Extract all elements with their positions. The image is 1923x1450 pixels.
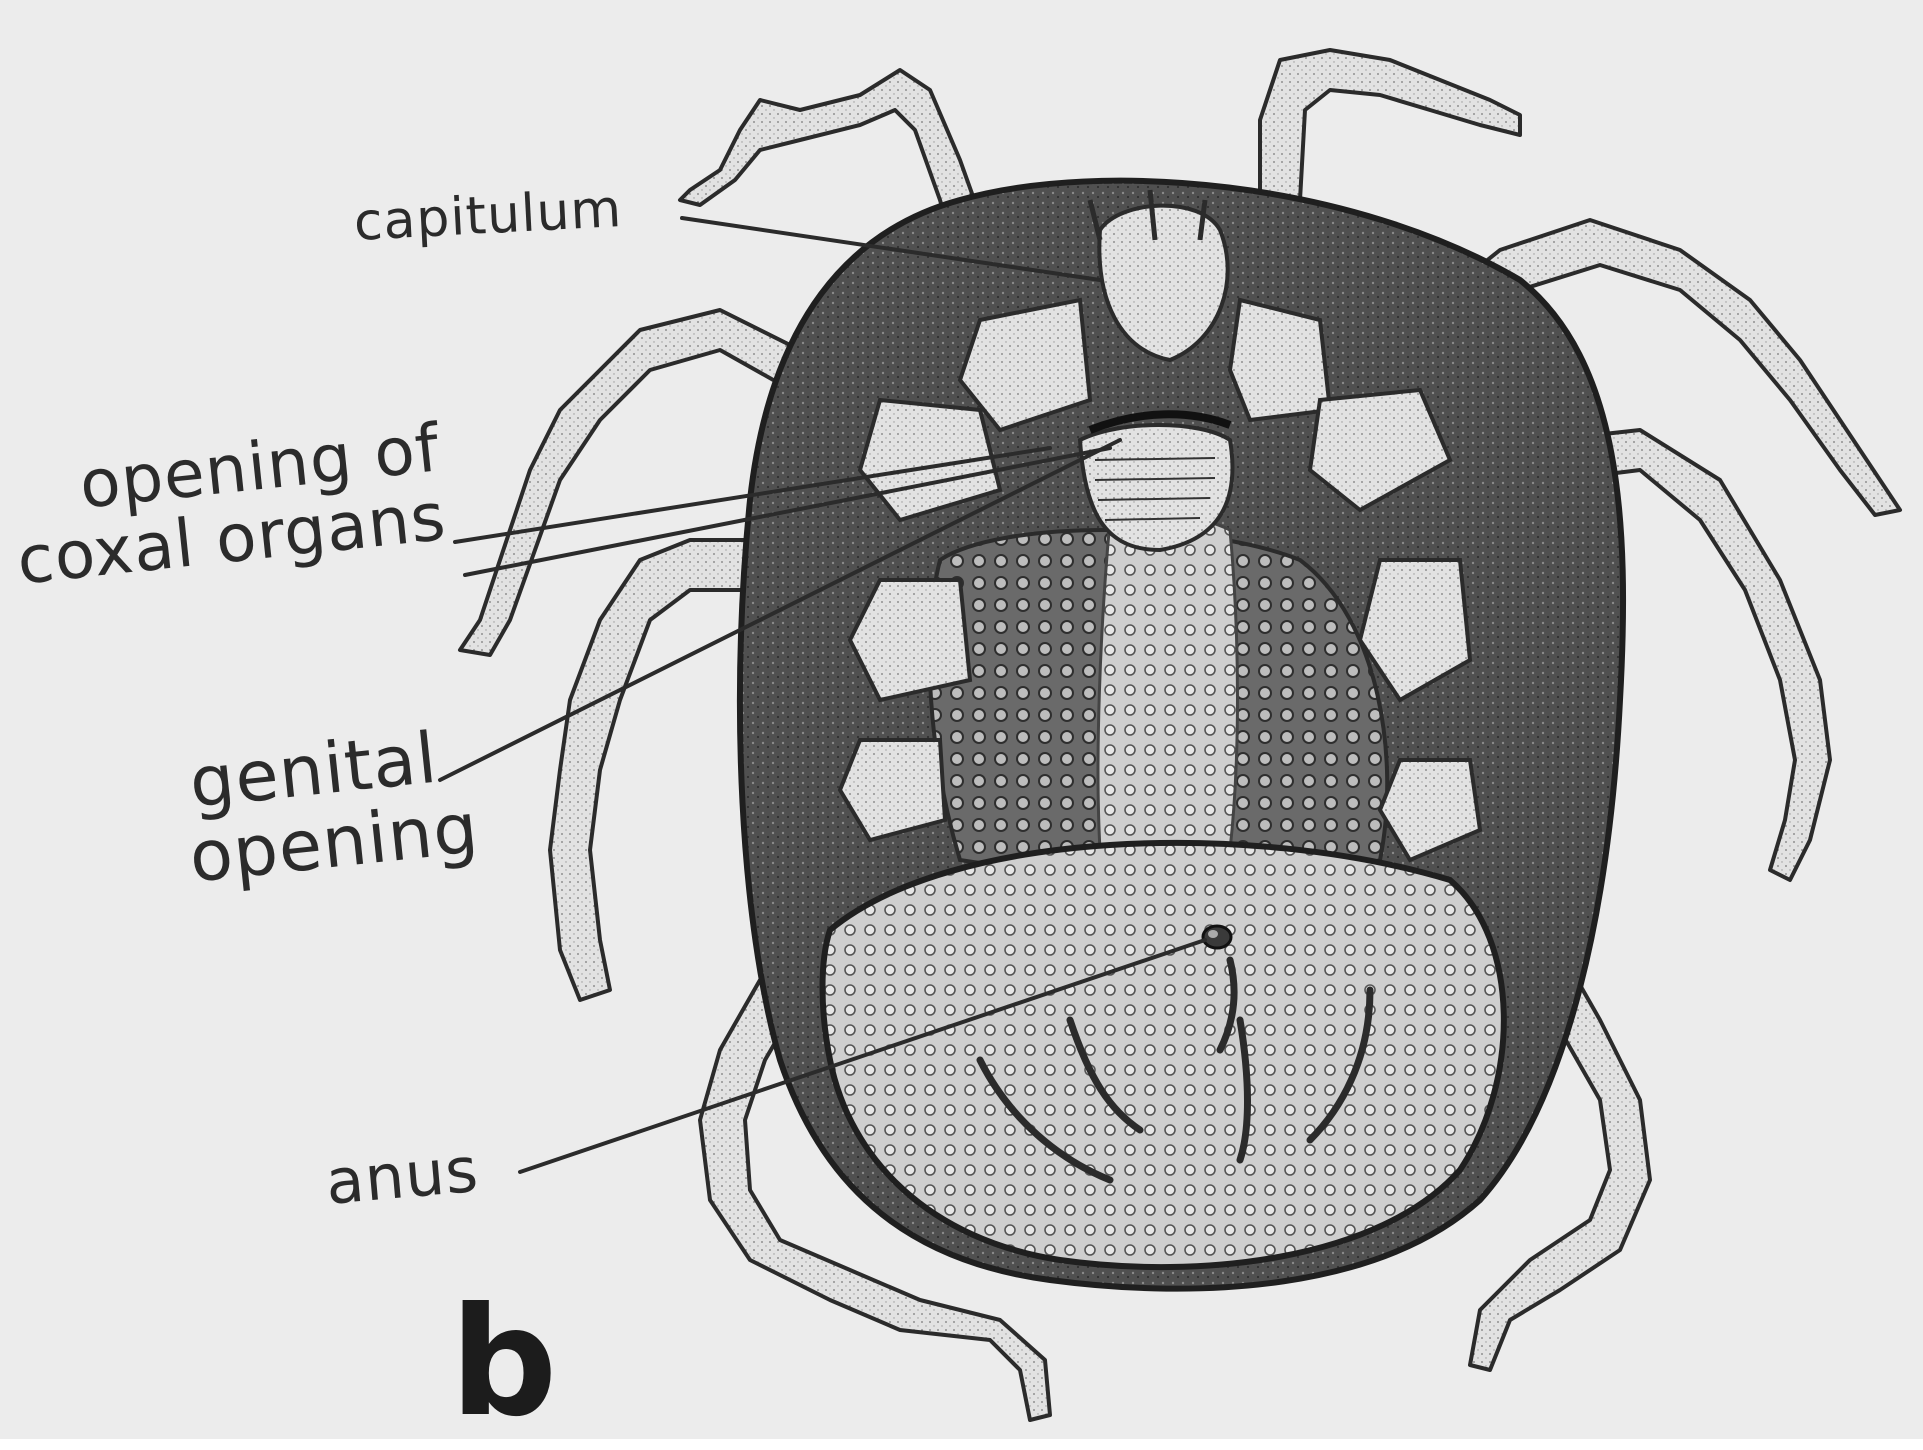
tick-body xyxy=(740,181,1623,1289)
median-strip xyxy=(1098,515,1237,858)
panel-letter: b xyxy=(450,1285,558,1443)
label-anus: anus xyxy=(323,1137,481,1215)
posterior-plate xyxy=(823,843,1504,1267)
label-genital-opening: genital opening xyxy=(178,718,482,895)
anus-marker xyxy=(1203,926,1231,948)
label-capitulum: capitulum xyxy=(353,182,624,251)
